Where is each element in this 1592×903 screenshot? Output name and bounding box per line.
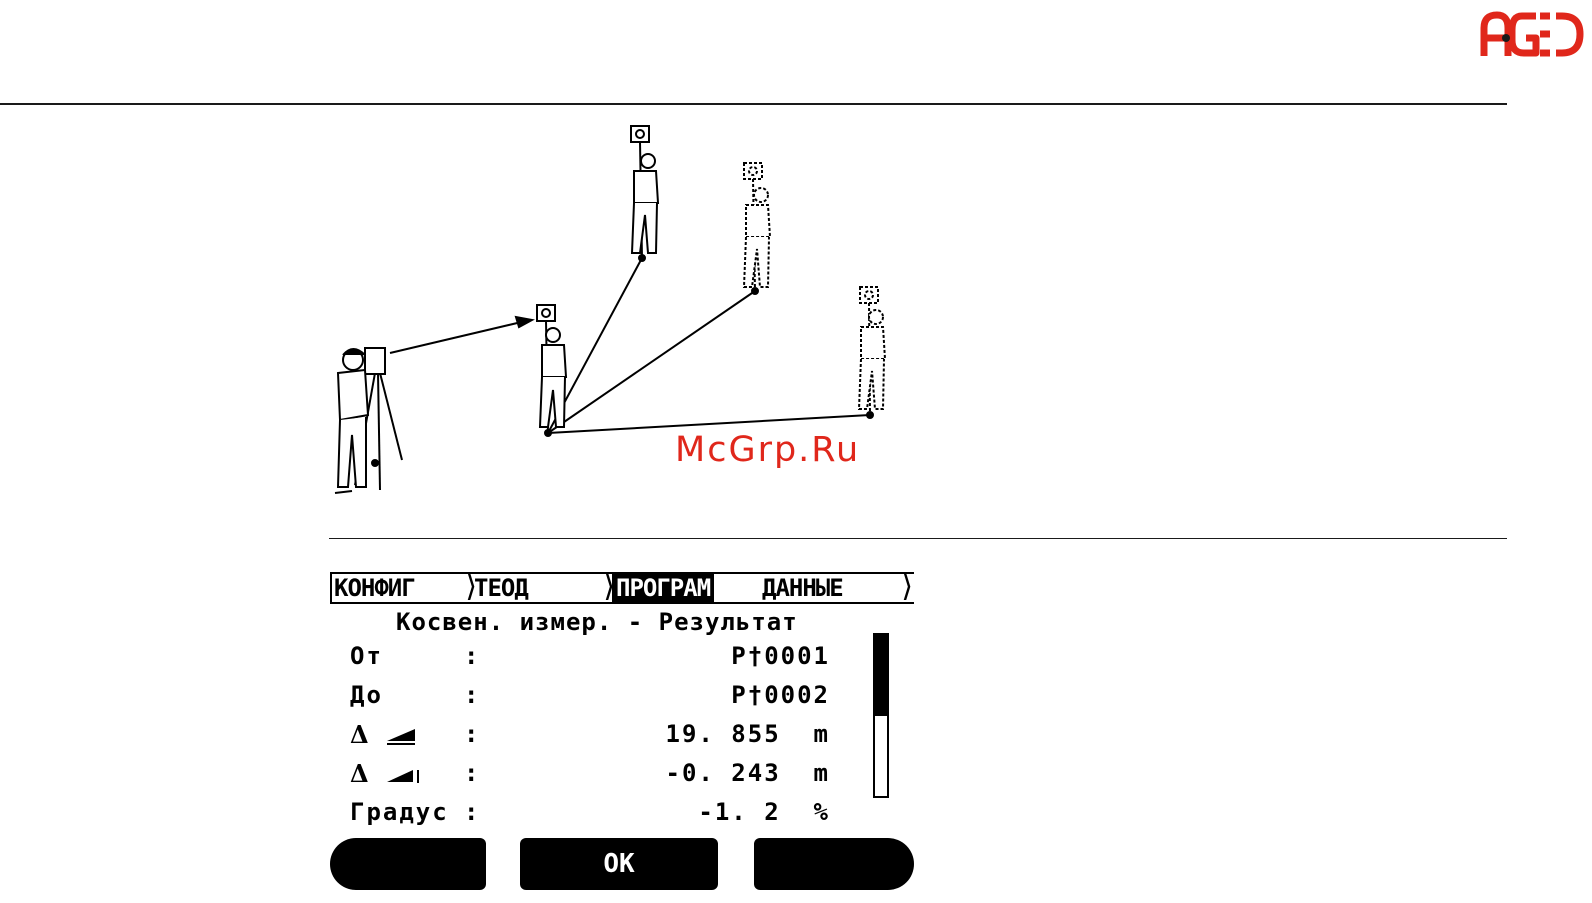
slope-distance-icon [387, 727, 417, 745]
tab-data[interactable]: ДАННЫЕ [762, 574, 843, 602]
grade-value: -1. 2 % [698, 798, 830, 826]
row-to: До : P†0002 [350, 681, 830, 717]
softkey-left[interactable] [330, 838, 486, 890]
row-label: От [350, 642, 383, 670]
tab-program[interactable]: ПРОГРАМ [612, 574, 714, 602]
row-slope-distance: Δ : 19. 855 m [350, 720, 830, 756]
top-divider [0, 103, 1507, 105]
rodman-2 [631, 126, 658, 261]
surveyor-figure [335, 348, 402, 493]
to-point-value: P†0002 [731, 681, 830, 709]
section-divider [329, 538, 1507, 539]
tab-separator: ⟩ [898, 572, 916, 602]
instrument-screen: КОНФИГ ⟩ ТЕОД ⟩ ПРОГРАМ ДАННЫЕ ⟩ Косвен.… [330, 566, 914, 901]
watermark: McGrp.Ru [675, 430, 860, 470]
aged-logo [1478, 10, 1586, 58]
height-difference-label: Δ [350, 759, 421, 788]
row-label: Градус [350, 798, 449, 826]
screen-title: Косвен. измер. - Результат [396, 608, 798, 636]
height-difference-value: -0. 243 m [666, 759, 831, 787]
from-point-value: P†0001 [731, 642, 830, 670]
ok-button[interactable]: OK [520, 838, 718, 890]
softkey-right[interactable] [754, 838, 914, 890]
row-grade: Градус : -1. 2 % [350, 798, 830, 834]
scrollbar[interactable] [873, 633, 889, 798]
row-label: До [350, 681, 383, 709]
slope-distance-value: 19. 855 m [666, 720, 831, 748]
tab-teod[interactable]: ТЕОД [474, 574, 528, 602]
rodman-4 [859, 287, 885, 418]
scrollbar-thumb[interactable] [875, 635, 887, 716]
row-from: От : P†0001 [350, 642, 830, 678]
row-height-difference: Δ : -0. 243 m [350, 759, 830, 795]
rodman-3 [744, 163, 770, 294]
rodman-base [537, 305, 566, 436]
tab-config[interactable]: КОНФИГ [334, 574, 415, 602]
height-difference-icon [387, 766, 421, 784]
slope-distance-label: Δ [350, 720, 417, 749]
tab-bar: КОНФИГ ⟩ ТЕОД ⟩ ПРОГРАМ ДАННЫЕ ⟩ [330, 572, 914, 604]
